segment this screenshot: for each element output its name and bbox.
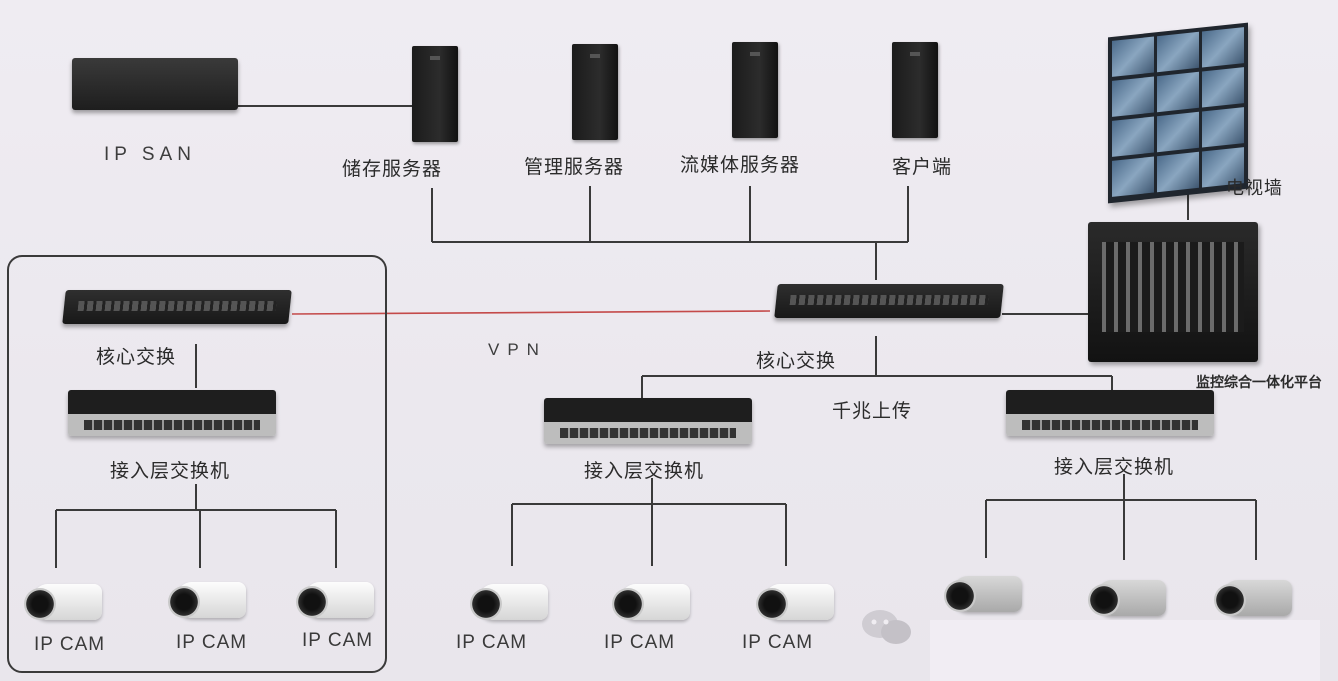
- vpn-label: VPN: [488, 340, 547, 359]
- streaming-server-label: 流媒体服务器: [680, 154, 801, 176]
- ip-san-label: IP SAN: [104, 144, 196, 165]
- camera-label: IP CAM: [34, 634, 106, 655]
- storage-server-label: 储存服务器: [342, 158, 443, 180]
- access-switch-center-icon: [544, 398, 752, 444]
- camera-label: IP CAM: [604, 632, 676, 653]
- camera-label: IP CAM: [176, 632, 248, 653]
- access-switch-left-icon: [68, 390, 276, 436]
- camera-icon: [942, 570, 1026, 620]
- monitoring-platform-label: 监控综合一体化平台: [1196, 375, 1322, 391]
- client-label: 客户端: [892, 156, 953, 178]
- gigabit-uplink-label: 千兆上传: [832, 400, 913, 422]
- site-boundary: [7, 255, 387, 673]
- tv-wall-label: 电视墙: [1226, 178, 1283, 199]
- wechat-watermark-icon: [862, 610, 911, 644]
- ip-san-storage-array: [72, 58, 238, 110]
- camera-label: IP CAM: [456, 632, 528, 653]
- client-workstation-icon: [892, 42, 938, 138]
- access-switch-right-label: 接入层交换机: [1054, 456, 1175, 478]
- access-switch-right-icon: [1006, 390, 1214, 436]
- camera-icon: [22, 578, 106, 628]
- access-switch-center-label: 接入层交换机: [584, 460, 705, 482]
- camera-icon: [754, 578, 838, 628]
- camera-icon: [166, 576, 250, 626]
- monitoring-platform-chassis: [1088, 222, 1258, 362]
- management-server-label: 管理服务器: [524, 156, 625, 178]
- core-switch-left-icon: [62, 290, 292, 324]
- camera-icon: [468, 578, 552, 628]
- management-server-icon: [572, 44, 618, 140]
- camera-label: IP CAM: [302, 630, 374, 651]
- camera-icon: [1086, 574, 1170, 624]
- streaming-server-icon: [732, 42, 778, 138]
- storage-server-icon: [412, 46, 458, 142]
- camera-label: IP CAM: [742, 632, 814, 653]
- link-vpn: [291, 310, 771, 315]
- camera-icon: [610, 578, 694, 628]
- core-switch-left-label: 核心交换: [96, 346, 177, 368]
- occluding-overlay: [930, 620, 1320, 681]
- access-switch-left-label: 接入层交换机: [110, 460, 231, 482]
- core-switch-center-label: 核心交换: [756, 350, 837, 372]
- camera-icon: [294, 576, 378, 626]
- camera-icon: [1212, 574, 1296, 624]
- core-switch-center-icon: [774, 284, 1004, 318]
